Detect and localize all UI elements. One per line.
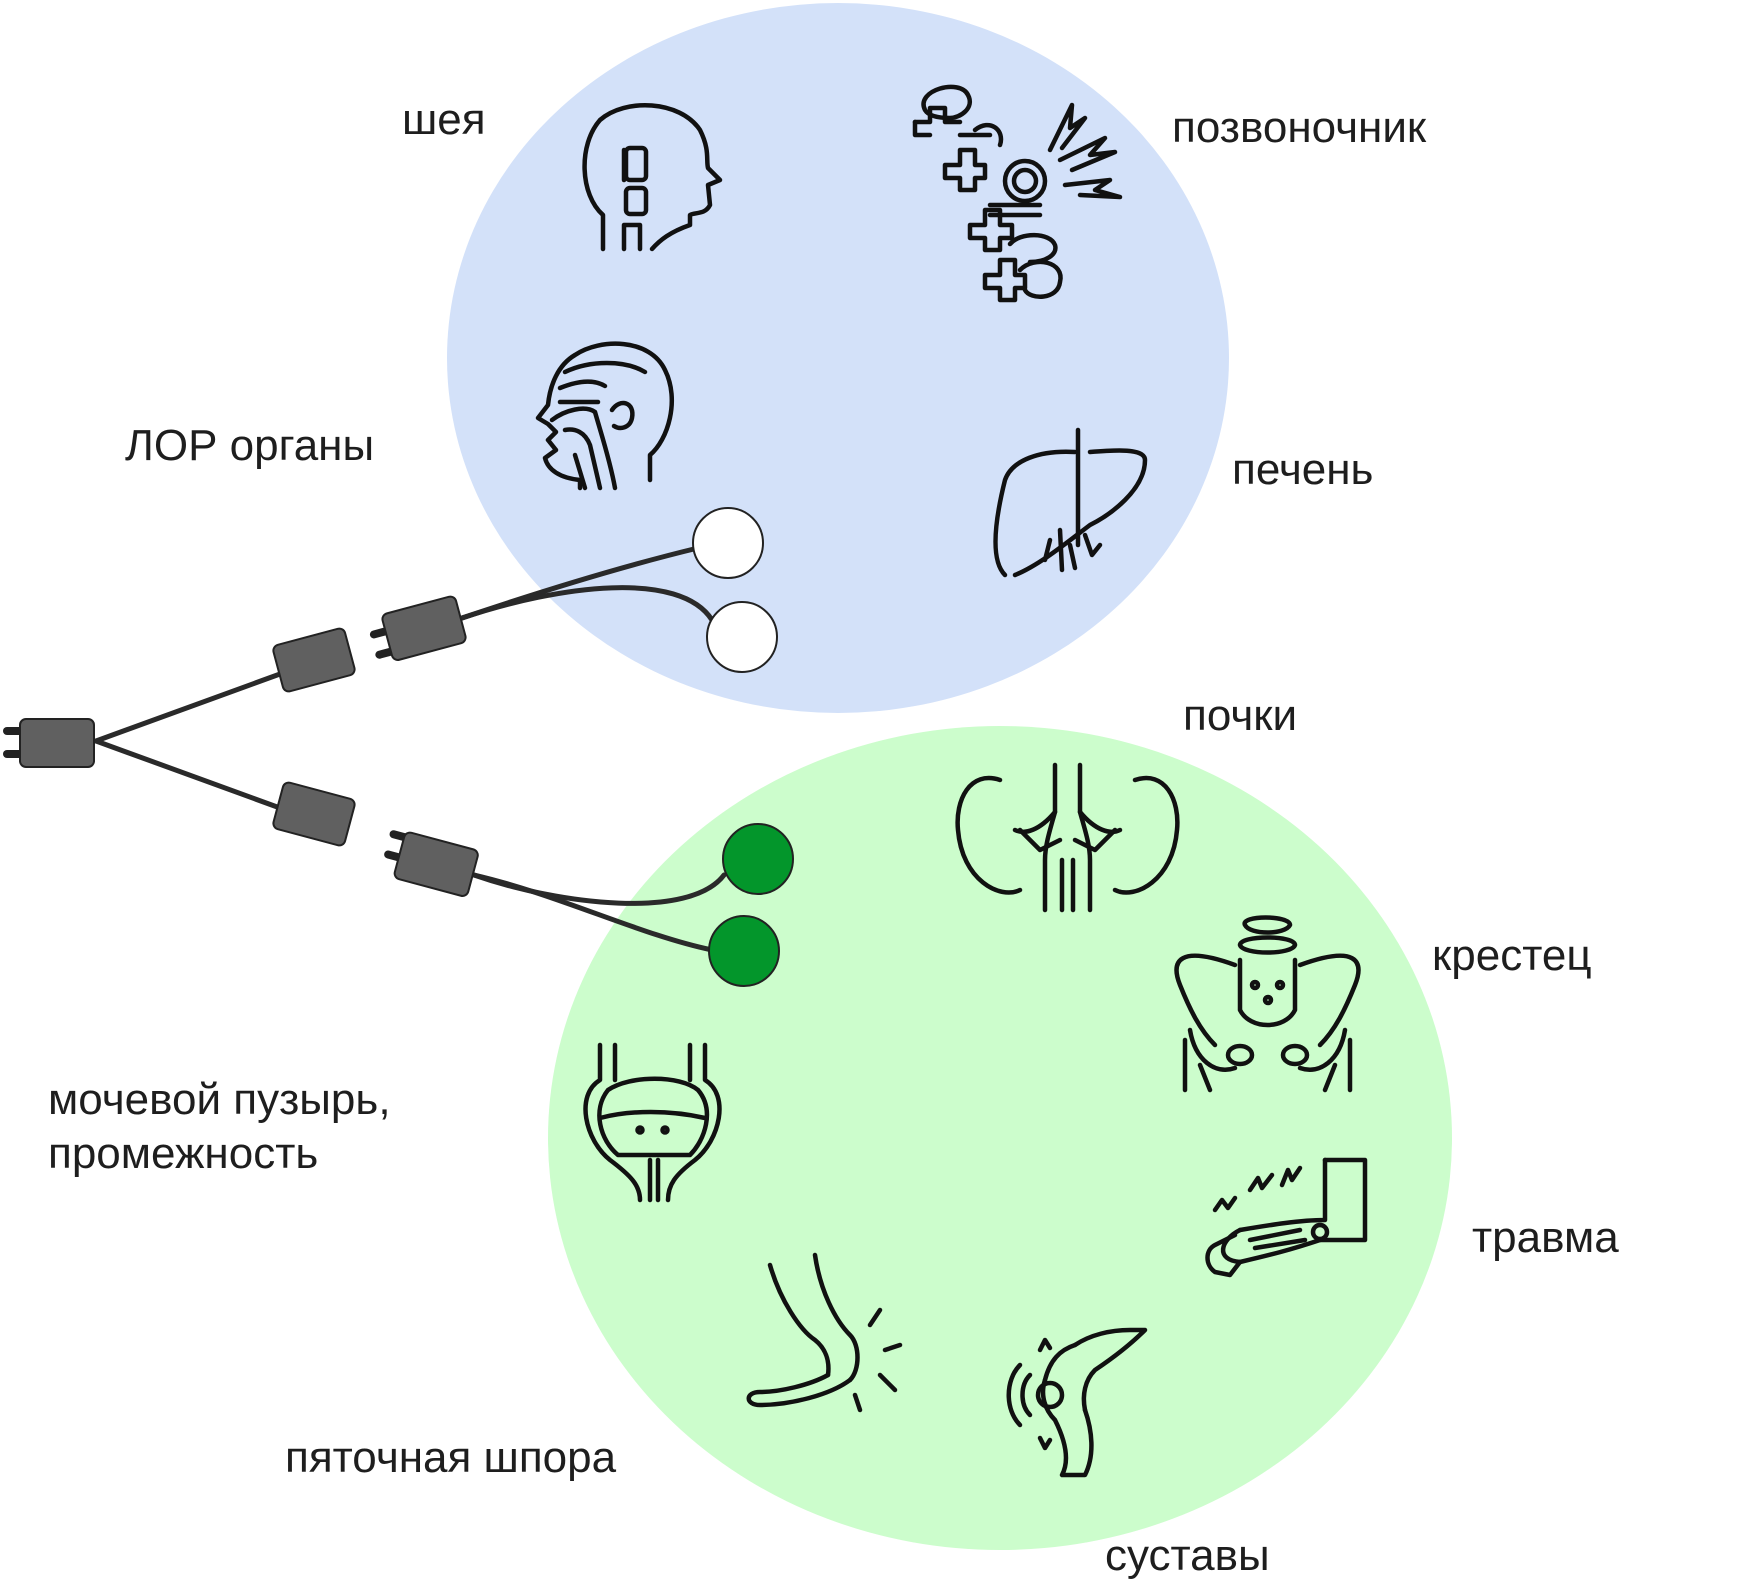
upper-treatment-zone	[447, 3, 1229, 713]
knee-joint-icon	[1006, 1327, 1148, 1478]
lower-electrode-1	[722, 823, 794, 895]
label-kidneys: почки	[1183, 691, 1298, 740]
cable-main-upper	[93, 671, 283, 744]
bladder-icon	[583, 1042, 722, 1203]
main-plug-body	[19, 718, 95, 768]
cables	[93, 545, 727, 953]
label-ent-organs: ЛОР органы	[125, 421, 375, 470]
ent-head-icon	[535, 341, 675, 491]
foot-heel-icon	[746, 1252, 903, 1413]
label-injury: травма	[1472, 1213, 1619, 1262]
upper-electrode-1	[692, 507, 764, 579]
label-sacrum: крестец	[1432, 931, 1592, 980]
lower-treatment-zone	[548, 726, 1452, 1550]
pelvis-icon	[1174, 915, 1361, 1093]
upper-connector-male	[369, 595, 467, 661]
cable-main-lower	[93, 738, 283, 811]
lower-connector-male	[384, 830, 479, 897]
arm-injury-icon	[1205, 1157, 1368, 1278]
label-neck: шея	[402, 95, 486, 144]
main-plug	[3, 718, 95, 768]
liver-icon	[993, 427, 1148, 578]
label-bladder: мочевой пузырь,	[48, 1075, 391, 1124]
upper-connector-female	[272, 627, 356, 693]
lower-electrode-2	[708, 915, 780, 987]
label-joints: суставы	[1105, 1531, 1270, 1580]
label-spine: позвоночник	[1172, 103, 1427, 152]
upper-electrode-2	[706, 601, 778, 673]
lower-connector-female	[272, 781, 356, 847]
label-perineum: промежность	[48, 1129, 319, 1178]
cable-upper-2	[459, 585, 715, 623]
head-neck-icon	[582, 103, 723, 252]
kidneys-icon	[955, 762, 1180, 913]
label-heel-spur: пяточная шпора	[285, 1433, 617, 1482]
cable-lower-2	[471, 872, 715, 953]
label-liver: печень	[1232, 445, 1374, 494]
spine-pain-icon	[912, 84, 1123, 303]
